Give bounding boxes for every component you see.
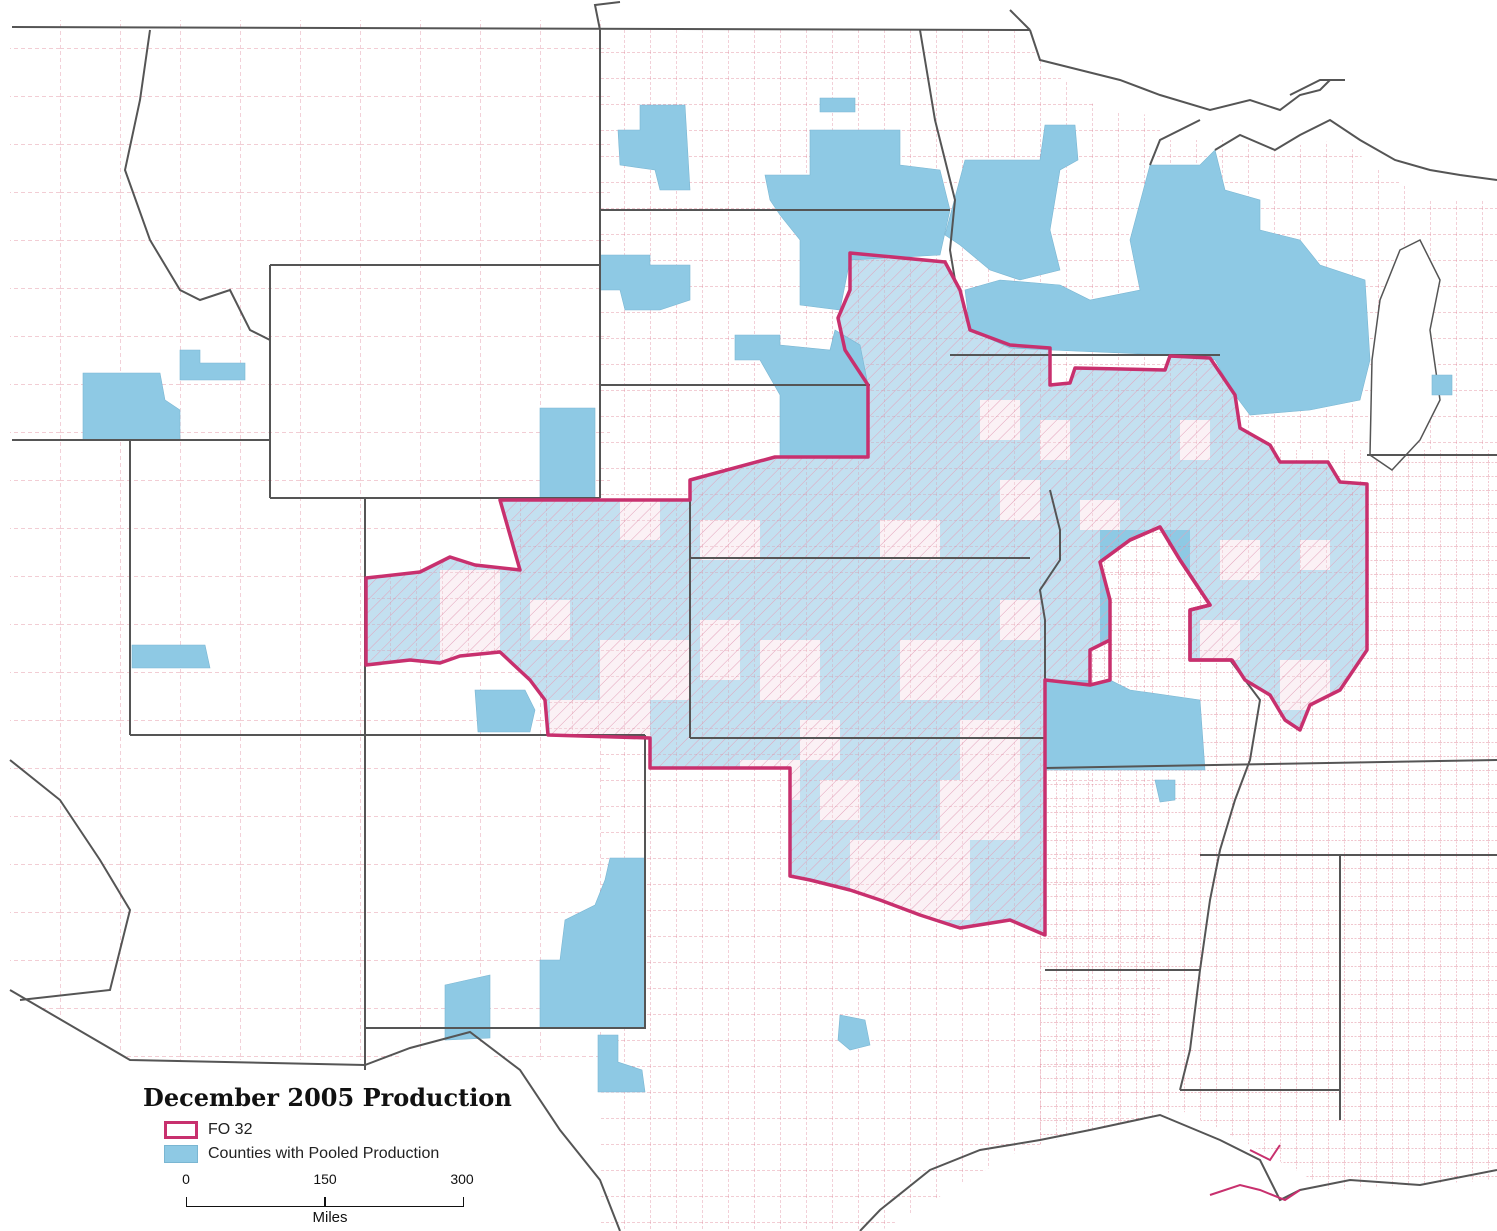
legend-label-pooled: Counties with Pooled Production: [208, 1145, 440, 1162]
scale-tick-150: 150: [313, 1171, 337, 1187]
legend-title: December 2005 Production: [143, 1083, 512, 1112]
lake-michigan: [1369, 238, 1441, 471]
delta-marks: [1209, 1144, 1301, 1202]
gulf-of-mexico: [880, 1110, 1497, 1231]
scale-units: Miles: [312, 1209, 348, 1226]
pooled-swatch-icon: [164, 1145, 198, 1163]
scale-tick-0: 0: [182, 1171, 190, 1187]
coastline-north: [1009, 9, 1497, 181]
mexico-area: [10, 990, 600, 1231]
fo32-swatch-icon: [164, 1121, 198, 1139]
scale-tick-300: 300: [450, 1171, 474, 1187]
pooled-counties-outside: [82, 97, 1453, 1093]
scale-bar-mid-tick: [324, 1197, 326, 1207]
legend-label-fo32: FO 32: [208, 1121, 253, 1138]
legend-item-pooled: Counties with Pooled Production: [164, 1143, 439, 1165]
legend: December 2005 Production FO 32 Counties …: [140, 1083, 540, 1228]
legend-item-fo32: FO 32: [164, 1119, 252, 1141]
fo-32-boundary: [364, 251, 1369, 937]
lake-superior: [1030, 20, 1497, 200]
